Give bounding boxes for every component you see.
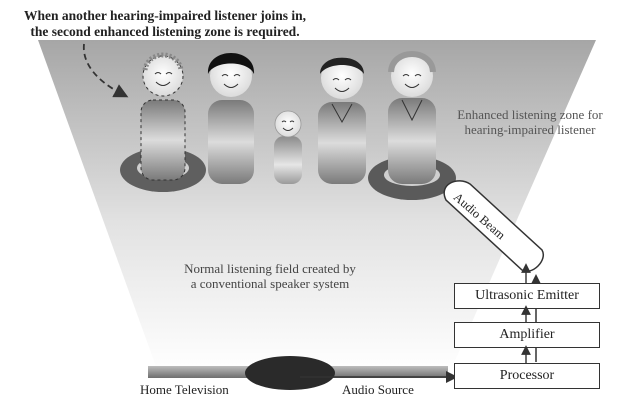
ultrasonic-emitter-block: Ultrasonic Emitter bbox=[454, 283, 600, 309]
child-figure bbox=[274, 111, 302, 184]
enhanced-zone-line1: Enhanced listening zone for bbox=[430, 108, 630, 123]
second-zone-note-line2: the second enhanced listening zone is re… bbox=[0, 24, 330, 40]
second-zone-note-line1: When another hearing-impaired listener j… bbox=[0, 8, 330, 24]
enhanced-zone-line2: hearing-impaired listener bbox=[430, 123, 630, 138]
processor-block: Processor bbox=[454, 363, 600, 389]
audio-source-label: Audio Source bbox=[342, 382, 414, 398]
television-speaker bbox=[245, 356, 335, 390]
home-television-label: Home Television bbox=[140, 382, 229, 398]
listener-figure-4 bbox=[318, 57, 366, 184]
normal-field-line1: Normal listening field created by bbox=[160, 262, 380, 277]
normal-field-line2: a conventional speaker system bbox=[160, 277, 380, 292]
amplifier-block: Amplifier bbox=[454, 322, 600, 348]
second-zone-note: When another hearing-impaired listener j… bbox=[0, 8, 330, 39]
enhanced-zone-label: Enhanced listening zone for hearing-impa… bbox=[430, 108, 630, 138]
listener-figure-2 bbox=[208, 53, 254, 184]
normal-field-label: Normal listening field created by a conv… bbox=[160, 262, 380, 292]
